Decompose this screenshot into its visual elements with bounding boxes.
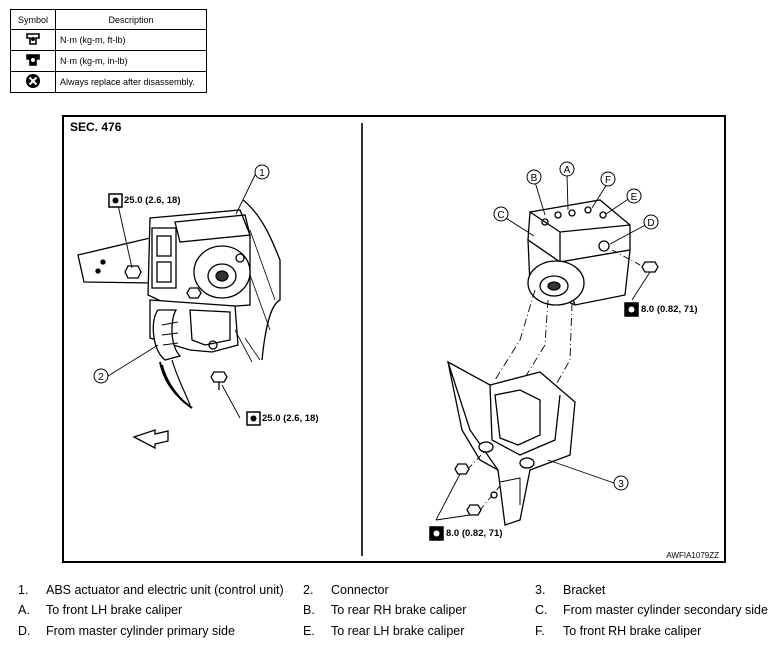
callout-item: 2.Connector xyxy=(303,583,389,597)
callout-item: F.To front RH brake caliper xyxy=(535,624,702,638)
installed-view xyxy=(77,172,281,450)
torque-wrench-in-lb-icon xyxy=(624,302,639,317)
callout-item: C.From master cylinder secondary side xyxy=(535,603,768,617)
section-number: SEC. 476 xyxy=(70,120,122,134)
torque-wrench-icon xyxy=(26,33,40,45)
marker-E: E xyxy=(626,188,642,204)
torque-wrench-icon xyxy=(108,193,123,208)
marker-B: B xyxy=(526,169,542,185)
torque-value-right-upper: 8.0 (0.82, 71) xyxy=(641,304,698,315)
callout-item: B.To rear RH brake caliper xyxy=(303,603,467,617)
torque-value-upper-left: 25.0 (2.6, 18) xyxy=(124,195,181,206)
callout-item: D.From master cylinder primary side xyxy=(18,624,235,638)
callout-item: A.To front LH brake caliper xyxy=(18,603,183,617)
exploded-view xyxy=(435,174,659,526)
legend-row: N·m (kg-m, in-lb) xyxy=(10,50,207,72)
marker-D: D xyxy=(643,214,659,230)
svg-text:B: B xyxy=(531,173,538,184)
callout-item: 3.Bracket xyxy=(535,583,606,597)
marker-F: F xyxy=(600,171,616,187)
figure-id: AWFIA1079ZZ xyxy=(666,551,719,560)
marker-3: 3 xyxy=(613,475,629,491)
svg-text:E: E xyxy=(631,192,638,203)
torque-wrench-in-lb-icon xyxy=(26,54,40,66)
always-replace-icon xyxy=(26,74,40,88)
svg-text:D: D xyxy=(647,218,654,229)
legend-header-row: Symbol Description xyxy=(10,9,207,30)
callout-item: 1.ABS actuator and electric unit (contro… xyxy=(18,583,284,597)
legend-symbol-cell xyxy=(10,29,56,51)
torque-wrench-icon xyxy=(246,411,261,426)
marker-2: 2 xyxy=(93,368,109,384)
torque-value-lower-left: 25.0 (2.6, 18) xyxy=(262,413,319,424)
marker-C: C xyxy=(493,206,509,222)
symbol-legend-table: Symbol Description N·m (kg-m, ft-lb) N·m… xyxy=(10,9,207,93)
svg-text:C: C xyxy=(497,210,504,221)
legend-description: Always replace after disassembly. xyxy=(55,71,207,93)
diagram-frame xyxy=(62,115,726,563)
svg-text:3: 3 xyxy=(618,479,624,490)
svg-text:1: 1 xyxy=(259,168,265,179)
marker-1: 1 xyxy=(254,164,270,180)
svg-text:A: A xyxy=(564,165,571,176)
legend-row: Always replace after disassembly. xyxy=(10,71,207,93)
torque-wrench-in-lb-icon xyxy=(429,526,444,541)
torque-value-right-lower: 8.0 (0.82, 71) xyxy=(446,528,503,539)
legend-symbol-cell xyxy=(10,71,56,93)
svg-text:2: 2 xyxy=(98,372,104,383)
callout-item: E.To rear LH brake caliper xyxy=(303,624,465,638)
svg-text:F: F xyxy=(605,175,611,186)
marker-A: A xyxy=(559,161,575,177)
